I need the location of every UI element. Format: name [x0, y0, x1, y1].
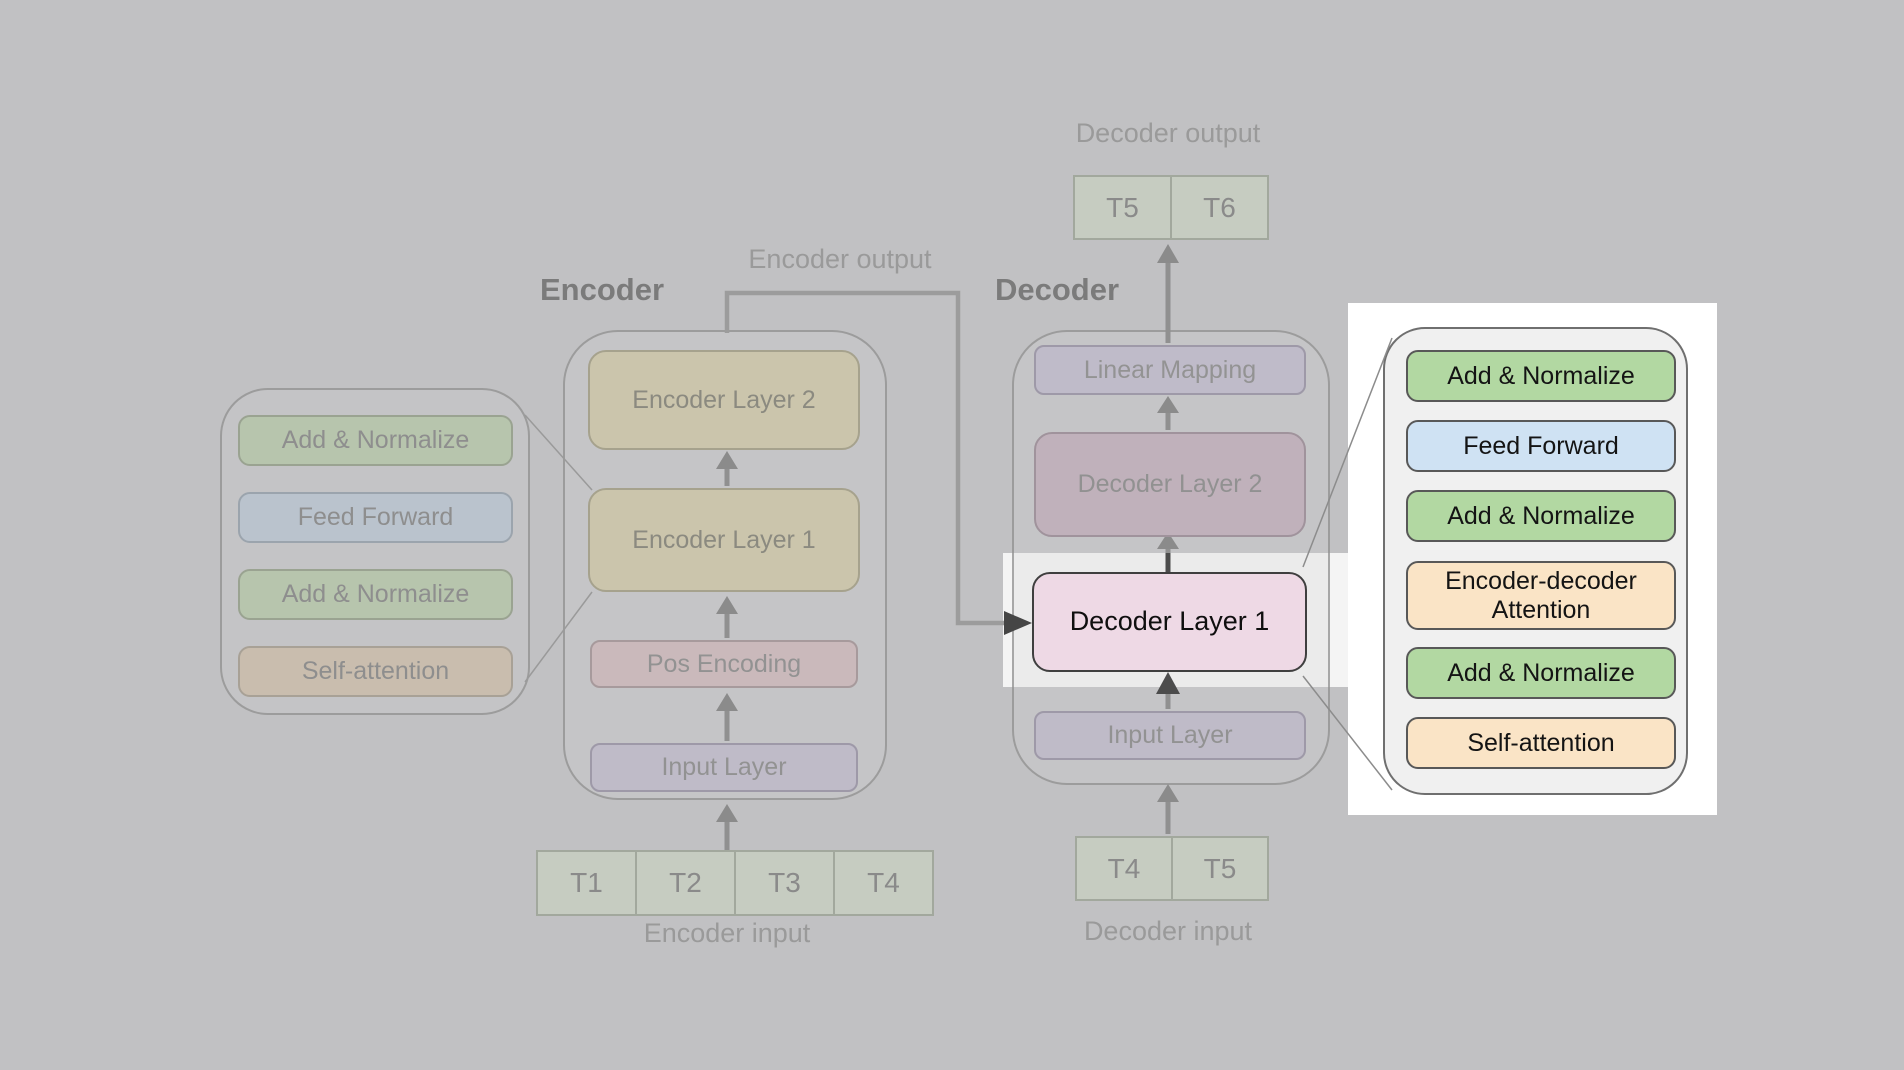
token-cell: T5	[1075, 177, 1172, 238]
breakout-line-encoder-top	[524, 414, 593, 491]
decoder-input-tokens: T4 T5	[1075, 836, 1269, 901]
decoder-breakout-add-normalize-box: Add & Normalize	[1406, 490, 1676, 542]
breakout-line-decoder-top	[1302, 337, 1393, 568]
encoder-output-label: Encoder output	[748, 244, 932, 274]
arrowhead-icon	[716, 451, 738, 469]
decoder-title: Decoder	[995, 272, 1120, 307]
arrowhead-icon	[1157, 244, 1179, 263]
encoder-output-connector-line	[724, 290, 1004, 626]
encoder-layer-2-box: Encoder Layer 2	[588, 350, 860, 450]
arrowhead-icon	[1157, 396, 1179, 413]
decoder-layer-2-box: Decoder Layer 2	[1034, 432, 1306, 537]
decoder-breakout-add-normalize-box: Add & Normalize	[1406, 647, 1676, 699]
encoder-input-tokens: T1 T2 T3 T4	[536, 850, 934, 916]
encoder-layer-1-box: Encoder Layer 1	[588, 488, 860, 592]
decoder-layer-1-box-highlighted: Decoder Layer 1	[1032, 572, 1307, 672]
arrowhead-dark-icon	[1156, 672, 1180, 694]
decoder-output-label: Decoder output	[1075, 118, 1261, 148]
breakout-feed-forward-box: Feed Forward	[238, 492, 513, 543]
decoder-input-label: Decoder input	[1083, 916, 1253, 946]
breakout-add-normalize-box: Add & Normalize	[238, 569, 513, 620]
token-cell: T4	[1077, 838, 1173, 899]
linear-mapping-box: Linear Mapping	[1034, 345, 1306, 395]
token-cell: T6	[1172, 177, 1267, 238]
decoder-breakout-self-attention-box: Self-attention	[1406, 717, 1676, 769]
breakout-line-encoder-bottom	[524, 591, 593, 683]
encoder-input-layer-box: Input Layer	[590, 743, 858, 792]
arrowhead-icon	[716, 693, 738, 711]
breakout-self-attention-box: Self-attention	[238, 646, 513, 697]
decoder-breakout-feed-forward-box: Feed Forward	[1406, 420, 1676, 472]
encoder-output-arrowhead-icon	[1004, 611, 1032, 635]
token-cell: T2	[637, 852, 736, 914]
arrowhead-icon	[1157, 784, 1179, 802]
arrowhead-icon	[716, 596, 738, 614]
encoder-title: Encoder	[540, 272, 665, 307]
decoder-breakout-add-normalize-box: Add & Normalize	[1406, 350, 1676, 402]
decoder-output-tokens: T5 T6	[1073, 175, 1269, 240]
token-cell: T5	[1173, 838, 1267, 899]
encoder-input-label: Encoder input	[643, 918, 811, 948]
breakout-line-decoder-bottom	[1302, 675, 1393, 791]
decoder-breakout-encoder-decoder-attention-box: Encoder-decoder Attention	[1406, 561, 1676, 630]
token-cell: T4	[835, 852, 932, 914]
decoder-input-layer-box: Input Layer	[1034, 711, 1306, 760]
breakout-add-normalize-box: Add & Normalize	[238, 415, 513, 466]
arrowhead-icon	[716, 804, 738, 822]
token-cell: T1	[538, 852, 637, 914]
pos-encoding-box: Pos Encoding	[590, 640, 858, 688]
token-cell: T3	[736, 852, 835, 914]
arrowhead-icon	[1157, 532, 1179, 549]
